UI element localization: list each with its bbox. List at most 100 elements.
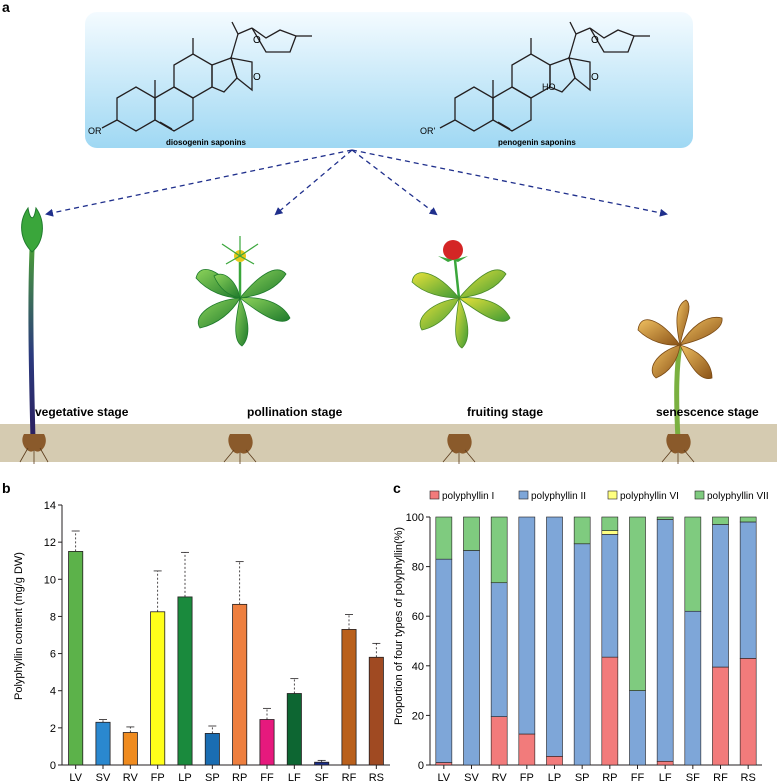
chart-b-xtick-label-lv: LV xyxy=(69,772,82,783)
chart-c-xtick-label-ff: FF xyxy=(631,772,645,783)
arrow-to-pollination xyxy=(274,149,353,216)
plant-senescence xyxy=(637,299,723,464)
chart-b-ytick-label: 12 xyxy=(44,537,56,549)
chart-b-ytick-label: 4 xyxy=(50,686,56,698)
ring-o-label-4: O xyxy=(591,72,599,83)
chart-c-segment-rv-s1 xyxy=(490,582,508,717)
plant-fruiting xyxy=(411,240,511,464)
chart-c-segment-rs-s1 xyxy=(739,521,757,659)
chart-b-xtick-label-sf: SF xyxy=(315,772,329,783)
chart-c-ytick-label: 100 xyxy=(406,512,424,524)
chart-b-ytick-label: 6 xyxy=(50,649,56,661)
chart-c-segment-sp-s3 xyxy=(573,516,591,545)
chart-b-bar-rs xyxy=(368,656,384,766)
plant-pollination xyxy=(195,236,291,464)
chart-c-xtick-label-rs: RS xyxy=(741,772,756,783)
chart-b-bar-rv xyxy=(122,732,138,766)
chart-c-segment-rf-s3 xyxy=(712,516,729,525)
plant-vegetative xyxy=(19,206,49,464)
chart-c-segment-rf-s0 xyxy=(712,666,729,766)
stage-label-senescence: senescence stage xyxy=(656,405,759,419)
penogenin-structure xyxy=(439,21,650,132)
chart-b-bar-rf xyxy=(341,629,357,766)
panel-b-label: b xyxy=(2,480,11,496)
chart-b-ytick-label: 8 xyxy=(50,611,56,623)
ring-o-label-3: O xyxy=(591,35,599,46)
chart-c-segment-lp-s1 xyxy=(546,516,563,757)
chart-c-segment-lf-s3 xyxy=(656,516,674,520)
chart-c-ytick-label: 20 xyxy=(412,710,424,722)
chart-b-ylabel: Polyphyllin content (mg/g DW) xyxy=(13,552,25,700)
panel-a-label: a xyxy=(2,0,10,15)
chart-b-xtick-label-rf: RF xyxy=(342,772,357,783)
chart-c-xtick-label-sf: SF xyxy=(686,772,700,783)
chart-c-segment-sf-s3 xyxy=(684,516,702,612)
structure-box xyxy=(85,12,693,148)
chart-b-bar-sf xyxy=(314,761,330,766)
chart-c-segment-rv-s3 xyxy=(490,516,508,584)
chart-b-xtick-label-sv: SV xyxy=(96,772,111,783)
arrow-to-vegetative xyxy=(45,149,353,217)
diosgenin-structure xyxy=(101,21,312,132)
chart-b-xtick-label-rv: RV xyxy=(123,772,139,783)
chart-b-bar-ff xyxy=(259,719,275,766)
chart-c-segment-rv-s0 xyxy=(490,716,508,766)
chart-b-bar-fp xyxy=(150,611,166,766)
stage-label-fruiting: fruiting stage xyxy=(467,405,543,419)
panel-c-label: c xyxy=(393,480,401,496)
ground-strip xyxy=(0,424,777,462)
chart-c-segment-rs-s0 xyxy=(739,658,757,766)
chart-c-segment-lp-s0 xyxy=(546,756,563,766)
chart-c-segment-ff-s3 xyxy=(629,516,646,691)
chart-c-ytick-label: 60 xyxy=(412,611,424,623)
chart-c-xtick-label-rp: RP xyxy=(602,772,617,783)
chart-c-legend-label-1: polyphyllin II xyxy=(531,491,586,502)
chart-c-xtick-label-sp: SP xyxy=(575,772,590,783)
chart-c-xtick-label-lf: LF xyxy=(659,772,672,783)
chart-c-segment-sv-s3 xyxy=(463,516,480,551)
arrow-to-senescence xyxy=(351,149,668,217)
penogenin-or-label: OR' xyxy=(420,126,436,136)
chart-b-ytick-label: 0 xyxy=(50,760,56,772)
chart-b-bar-rp xyxy=(232,603,248,766)
ring-o-label-2: O xyxy=(253,72,261,83)
chart-c-segment-fp-s1 xyxy=(518,516,536,735)
chart-c-segment-lv-s3 xyxy=(435,516,453,560)
chart-b-bar-lv xyxy=(68,551,84,766)
chart-c-segment-lv-s0 xyxy=(435,762,453,766)
chart-c-xtick-label-sv: SV xyxy=(464,772,479,783)
chart-b-xtick-label-lp: LP xyxy=(178,772,191,783)
chart-c-legend: polyphyllin I polyphyllin II polyphyllin V… xyxy=(429,490,769,502)
chart-c-legend-label-0: polyphyllin I xyxy=(442,491,494,502)
chart-c-legend-swatch-3 xyxy=(694,490,705,500)
chart-c-xtick-label-rv: RV xyxy=(492,772,508,783)
chart-c-segment-rp-s1 xyxy=(601,534,619,658)
chart-b-ytick-label: 14 xyxy=(44,500,56,512)
chart-c-segment-fp-s0 xyxy=(518,733,536,766)
arrow-to-fruiting xyxy=(351,149,438,216)
chart-b-bar-lf xyxy=(286,693,302,766)
chart-b-xtick-label-rp: RP xyxy=(232,772,247,783)
stage-label-pollination: pollination stage xyxy=(247,405,343,419)
stage-label-vegetative: vegetative stage xyxy=(35,405,129,419)
chart-c-segment-sp-s1 xyxy=(573,543,591,766)
chart-b-xtick-label-rs: RS xyxy=(369,772,384,783)
chart-c-legend-swatch-0 xyxy=(429,490,440,500)
chart-c-legend-swatch-2 xyxy=(607,490,618,500)
stage-arrows xyxy=(45,149,668,217)
chart-b-xtick-label-lf: LF xyxy=(288,772,301,783)
chart-c-segment-rs-s3 xyxy=(739,516,757,523)
chart-c-xtick-label-lv: LV xyxy=(438,772,451,783)
chart-b-xtick-label-sp: SP xyxy=(205,772,220,783)
chart-b-bar-lp xyxy=(177,596,193,766)
penogenin-caption: penogenin saponins xyxy=(498,138,576,147)
chart-c-segment-sf-s1 xyxy=(684,610,702,766)
chart-c-segment-rp-s3 xyxy=(601,516,619,531)
chart-c-legend-label-3: polyphyllin VII xyxy=(707,491,769,502)
chart-b-ytick-label: 2 xyxy=(50,723,56,735)
diosgenin-caption: diosogenin saponins xyxy=(166,138,247,147)
chart-c-xtick-label-fp: FP xyxy=(520,772,534,783)
